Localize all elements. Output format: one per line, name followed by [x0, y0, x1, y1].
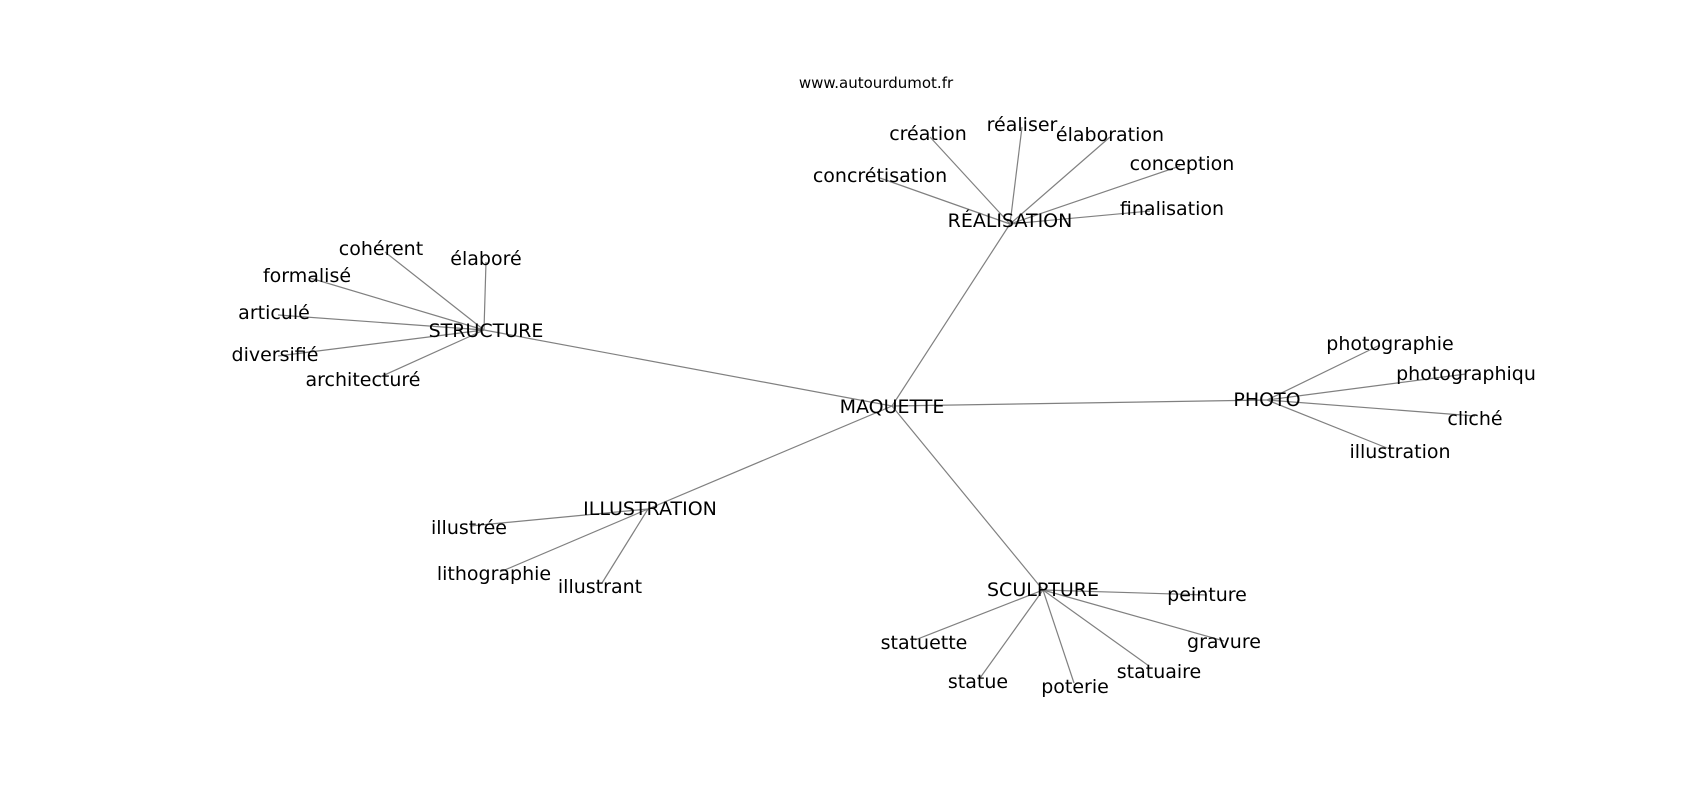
hub-node-realisation: RÉALISATION: [948, 209, 1073, 232]
edge-illustration-leaf-2: [601, 508, 649, 584]
edge-sculpture-leaf-5: [1042, 589, 1075, 684]
center-node-label: MAQUETTE: [840, 396, 945, 418]
edge-illustration-leaf-0: [469, 508, 649, 527]
leaf-node-photo-0: photographie: [1326, 333, 1453, 355]
leaf-node-illustration-2: illustrant: [558, 576, 642, 598]
leaf-node-structure-2: formalisé: [263, 265, 351, 287]
hub-node-structure: STRUCTURE: [429, 320, 544, 342]
edge-photo-leaf-2: [1266, 399, 1476, 417]
leaf-node-structure-3: articulé: [238, 302, 310, 324]
edge-photo-leaf-0: [1266, 344, 1381, 401]
leaf-node-structure-4: diversifié: [232, 344, 319, 366]
leaf-node-realisation-5: finalisation: [1120, 198, 1224, 220]
leaf-node-illustration-1: lithographie: [437, 563, 551, 585]
leaf-node-realisation-2: élaboration: [1056, 124, 1164, 146]
edge-sculpture-leaf-4: [979, 589, 1044, 679]
hub-node-photo: PHOTO: [1233, 389, 1300, 411]
leaf-node-sculpture-2: gravure: [1187, 631, 1261, 653]
edge-realisation-leaf-4: [879, 177, 1011, 225]
edge-realisation-leaf-2: [1009, 136, 1111, 225]
watermark-text: www.autourdumot.fr: [799, 74, 954, 92]
leaf-node-photo-3: illustration: [1349, 441, 1450, 463]
leaf-node-sculpture-5: poterie: [1041, 676, 1109, 698]
edge-realisation-leaf-3: [1009, 165, 1181, 225]
leaf-node-realisation-4: concrétisation: [813, 165, 947, 187]
edge-realisation-leaf-0: [929, 136, 1011, 225]
edge-structure-leaf-3: [277, 314, 485, 331]
edge-structure-leaf-2: [309, 277, 485, 331]
leaf-node-sculpture-1: statuette: [881, 632, 968, 654]
edge-realisation-leaf-5: [1009, 210, 1151, 225]
edge-sculpture-leaf-1: [914, 589, 1044, 641]
edge-structure-leaf-1: [483, 261, 487, 331]
leaf-node-structure-0: cohérent: [339, 238, 423, 260]
leaf-node-photo-1: photographiqu: [1396, 363, 1536, 385]
label-layer: www.autourdumot.fr MAQUETTE RÉALISATION cr…: [232, 74, 1536, 698]
edge-structure-leaf-5: [379, 329, 485, 378]
hub-node-illustration: ILLUSTRATION: [583, 498, 717, 520]
edge-center-illustration: [647, 405, 893, 510]
edge-realisation-leaf-1: [1009, 126, 1023, 225]
leaf-node-structure-5: architecturé: [306, 369, 421, 391]
edge-center-structure: [483, 329, 893, 407]
edge-layer: [277, 126, 1476, 684]
leaf-node-photo-2: cliché: [1447, 408, 1502, 430]
leaf-node-realisation-0: création: [889, 123, 967, 145]
leaf-node-illustration-0: illustrée: [431, 517, 507, 539]
leaf-node-structure-1: élaboré: [450, 248, 521, 270]
leaf-node-sculpture-3: statuaire: [1117, 661, 1202, 683]
edge-structure-leaf-4: [277, 329, 485, 357]
edge-sculpture-leaf-0: [1042, 589, 1208, 596]
edge-sculpture-leaf-2: [1042, 589, 1225, 642]
leaf-node-realisation-1: réaliser: [987, 114, 1058, 136]
leaf-node-sculpture-0: peinture: [1167, 584, 1247, 606]
edge-center-realisation: [891, 223, 1011, 407]
edge-photo-leaf-3: [1266, 399, 1388, 449]
edge-illustration-leaf-1: [499, 508, 649, 573]
edge-center-sculpture: [891, 405, 1044, 591]
edge-sculpture-leaf-3: [1042, 589, 1150, 667]
hub-node-sculpture: SCULPTURE: [987, 579, 1099, 601]
edge-structure-leaf-0: [384, 251, 485, 331]
leaf-node-sculpture-4: statue: [948, 671, 1008, 693]
edge-center-photo: [891, 399, 1268, 407]
leaf-node-realisation-3: conception: [1130, 153, 1235, 175]
edge-photo-leaf-1: [1266, 373, 1467, 401]
